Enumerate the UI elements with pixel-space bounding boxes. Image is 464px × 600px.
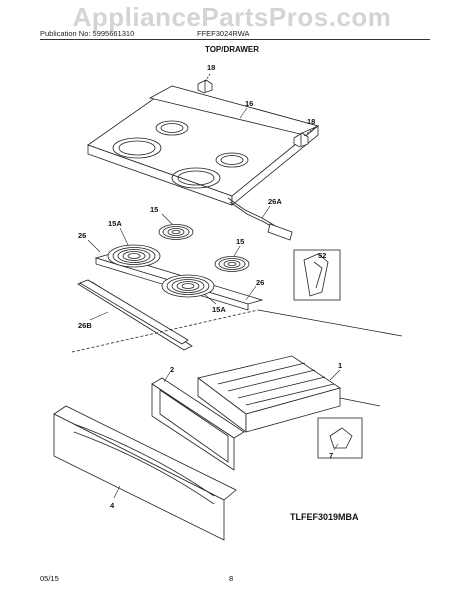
leader-lines (87, 107, 341, 499)
part-label-26a: 26A (268, 197, 282, 206)
part-label-7: 7 (329, 451, 333, 460)
drawer-frame (151, 377, 245, 471)
illustration-code: TLFEF3019MBA (290, 512, 359, 522)
publication-number: Publication No: 5995661310 (40, 29, 135, 38)
model-number: FFEF3024RWA (197, 29, 250, 38)
element-large-rear (107, 244, 161, 268)
bracket-left (197, 73, 213, 94)
part-label-26b: 26B (78, 321, 92, 330)
part-label-18: 18 (307, 117, 315, 126)
header-rule (40, 39, 430, 40)
element-small-rear (158, 224, 194, 240)
part-label-15a: 15A (212, 305, 226, 314)
wire-harness (227, 197, 293, 241)
part-label-26: 26 (256, 278, 264, 287)
part-label-15a: 15A (108, 219, 122, 228)
part-label-2: 2 (170, 365, 174, 374)
part-label-18: 18 (207, 63, 215, 72)
cooktop-panel (87, 85, 320, 206)
element-large-front (161, 274, 215, 298)
part-label-26: 26 (78, 231, 86, 240)
part-label-15: 15 (150, 205, 158, 214)
bracket-right (293, 127, 315, 148)
trim-strip (79, 279, 189, 345)
part-label-16: 16 (245, 99, 253, 108)
part-label-1: 1 (338, 361, 342, 370)
drawer-front-panel (53, 405, 237, 541)
part-label-52: 52 (318, 251, 326, 260)
inset-box-52 (293, 249, 341, 301)
drawer-body (197, 355, 341, 433)
page-number: 8 (229, 574, 234, 583)
watermark: AppliancePartsPros.com (72, 2, 392, 32)
section-title: TOP/DRAWER (204, 45, 260, 54)
part-label-4: 4 (110, 501, 115, 510)
element-small-front (214, 256, 250, 272)
footer-date: 05/15 (40, 574, 59, 583)
inset-box-7 (317, 397, 381, 459)
divider-lines (71, 309, 403, 353)
part-label-15: 15 (236, 237, 244, 246)
